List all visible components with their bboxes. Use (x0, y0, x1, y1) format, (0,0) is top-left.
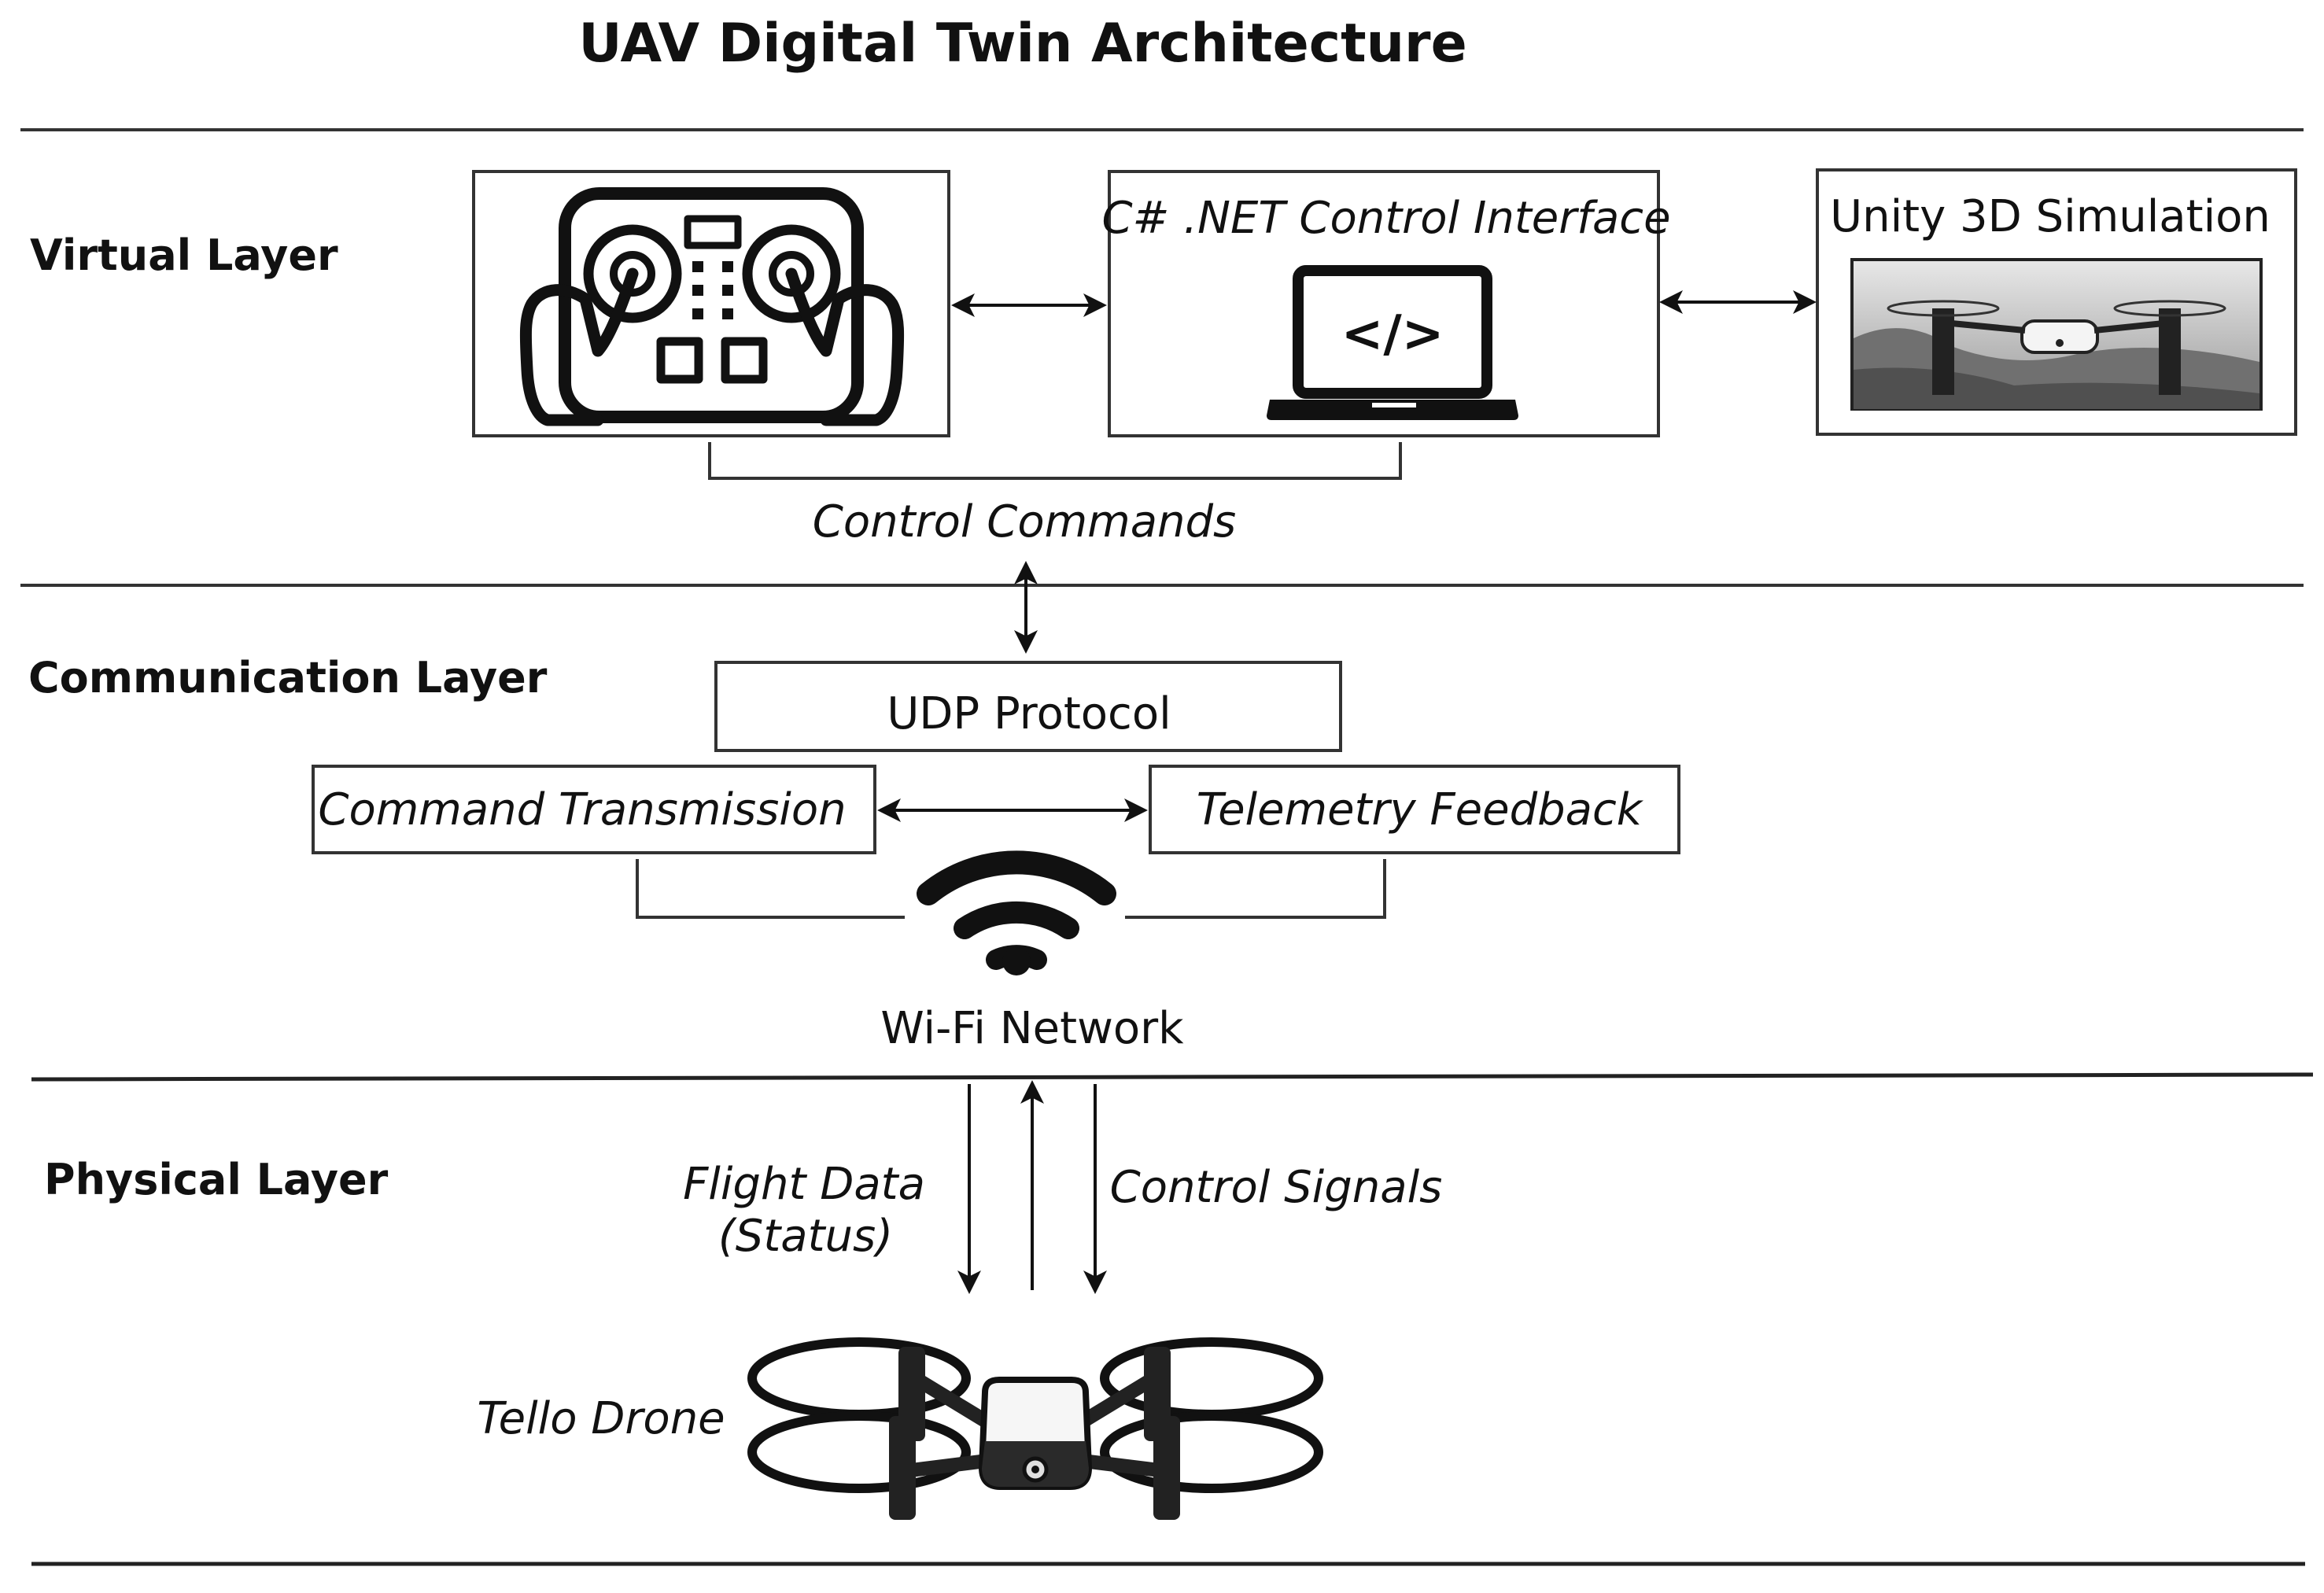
separator-comm-physical (31, 1072, 2314, 1082)
layer-label-communication: Communication Layer (28, 653, 548, 702)
diagram-title: UAV Digital Twin Architecture (578, 13, 1466, 75)
control-interface-label: C# .NET Control Interface (1101, 193, 1670, 244)
tello-drone-label: Tello Drone (477, 1393, 725, 1444)
udp-protocol-box (714, 661, 1342, 752)
layer-label-physical: Physical Layer (44, 1155, 389, 1204)
simulated-drone-icon (1887, 300, 2226, 395)
command-transmission-label: Command Transmission (318, 784, 846, 835)
wifi-network-label: Wi-Fi Network (880, 1003, 1184, 1054)
flight-data-label: Flight Data (683, 1159, 925, 1210)
telemetry-feedback-box (1149, 765, 1680, 854)
control-commands-label: Control Commands (813, 496, 1236, 548)
control-commands-bracket (708, 442, 1402, 480)
udp-protocol-label: UDP Protocol (887, 688, 1171, 739)
laptop-code-icon: </> (1267, 265, 1518, 420)
command-transmission-box (312, 765, 876, 854)
gamepad-hands-icon (519, 187, 905, 426)
telemetry-feedback-label: Telemetry Feedback (1197, 784, 1644, 835)
simulation-label: Unity 3D Simulation (1830, 191, 2271, 242)
code-brackets-glyph: </> (1341, 305, 1444, 363)
flight-data-status-label: (Status) (718, 1211, 893, 1262)
gamepad-box (472, 170, 950, 437)
control-signals-label: Control Signals (1110, 1162, 1443, 1213)
simulation-viewport (1850, 258, 2263, 411)
wifi-bracket-right (1125, 859, 1386, 919)
layer-label-virtual: Virtual Layer (30, 230, 338, 280)
drone-icon (747, 1337, 1323, 1520)
wifi-bracket-left (636, 859, 905, 919)
wifi-icon (917, 850, 1116, 975)
